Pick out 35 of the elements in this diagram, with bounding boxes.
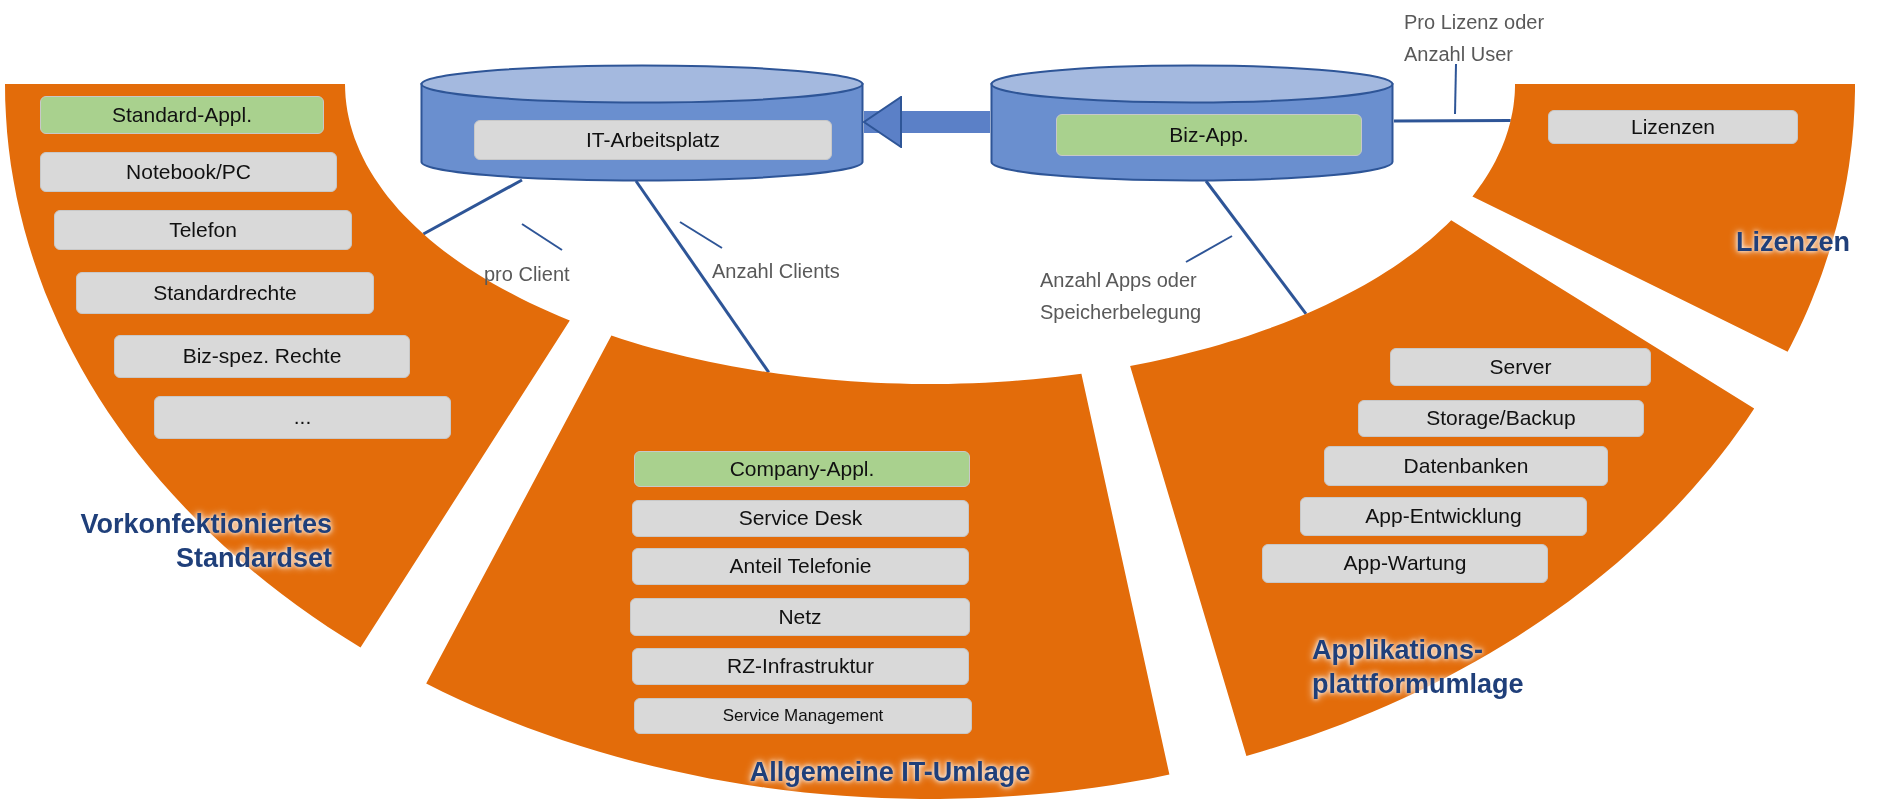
item-box: Service Management [634, 698, 972, 734]
item-box: App-Entwicklung [1300, 497, 1587, 536]
item-box: Server [1390, 348, 1651, 386]
item-box: Storage/Backup [1358, 400, 1644, 437]
connector-line [422, 178, 523, 236]
database-cylinder [420, 64, 864, 182]
item-box: RZ-Infrastruktur [632, 648, 969, 685]
edge-label: Pro Lizenz oder Anzahl User [1404, 10, 1546, 67]
block-arrow [863, 96, 990, 148]
item-box: Standardrechte [76, 272, 374, 314]
connector-line [1394, 119, 1511, 123]
arc-segment [1472, 84, 1855, 352]
item-box: Biz-spez. Rechte [114, 335, 410, 378]
item-box: ... [154, 396, 451, 439]
item-box: App-Wartung [1262, 544, 1548, 583]
item-box: Lizenzen [1548, 110, 1798, 144]
item-box: Netz [630, 598, 970, 636]
item-box: Datenbanken [1324, 446, 1608, 486]
item-box: Biz-App. [1056, 114, 1362, 156]
database-cylinder [990, 64, 1394, 182]
arc-segment [5, 84, 570, 648]
edge-label: Anzahl Clients [712, 259, 841, 284]
connector-line [634, 180, 770, 374]
item-box: Standard-Appl. [40, 96, 324, 134]
item-box: Anteil Telefonie [632, 548, 969, 585]
item-box: Service Desk [632, 500, 969, 537]
item-box: Telefon [54, 210, 352, 250]
edge-label: Anzahl Apps oder Speicherbelegung [1040, 268, 1203, 325]
edge-label: pro Client [484, 262, 571, 287]
arc-segment [426, 335, 1170, 799]
segment-heading: Allgemeine IT-Umlage [748, 756, 1032, 789]
connector-line [1204, 180, 1308, 315]
item-box: Notebook/PC [40, 152, 337, 192]
item-box: IT-Arbeitsplatz [474, 120, 832, 160]
item-box: Company-Appl. [634, 451, 970, 487]
